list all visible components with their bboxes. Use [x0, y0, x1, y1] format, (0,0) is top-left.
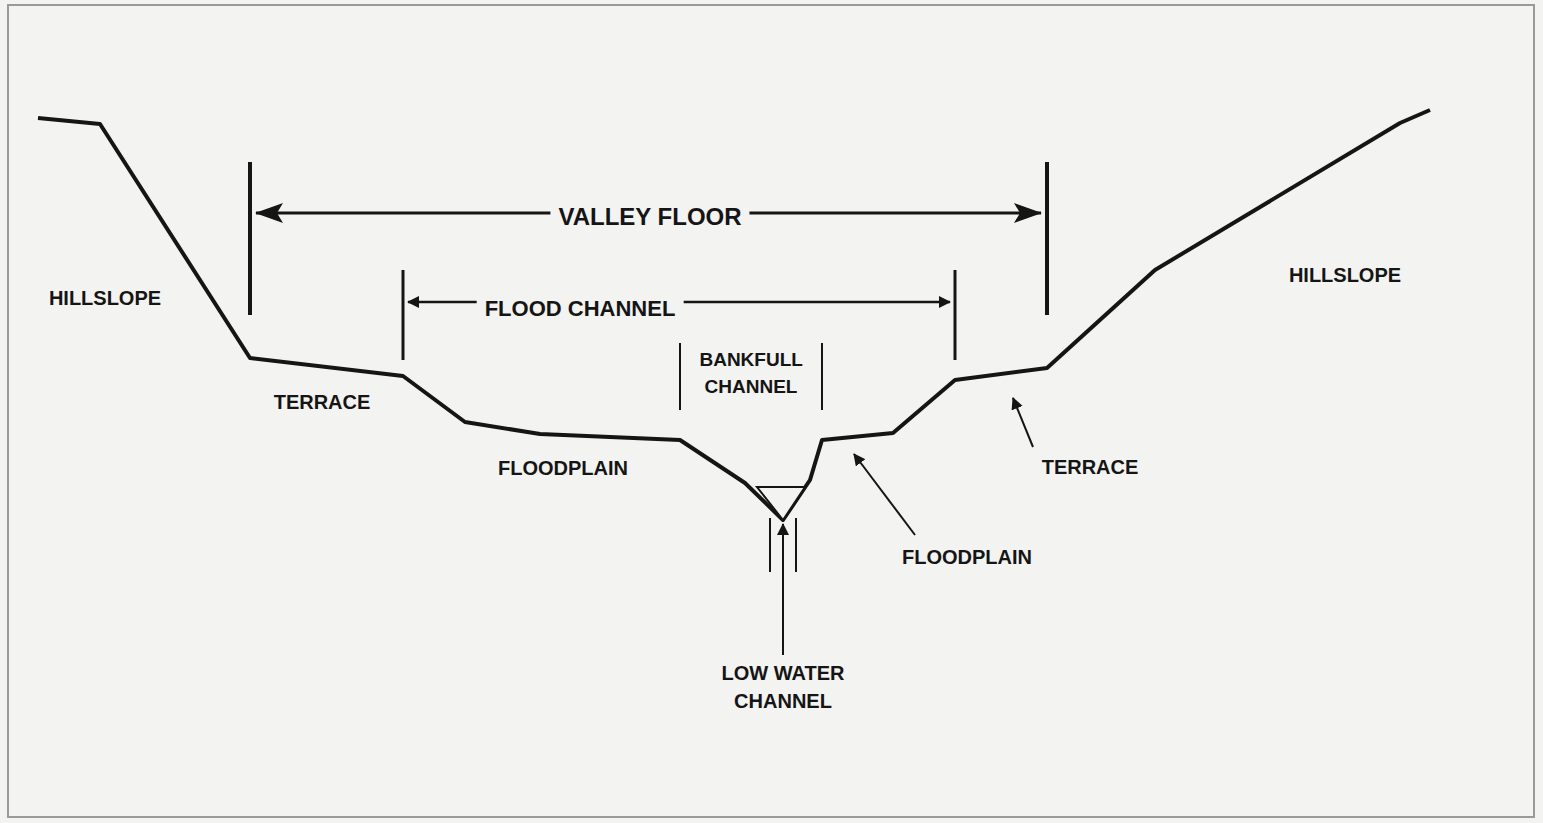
- frame: [8, 5, 1534, 817]
- landform-label: HILLSLOPE: [49, 284, 161, 312]
- landform-label: FLOODPLAIN: [902, 543, 1032, 571]
- low-water: [757, 487, 805, 520]
- landform-label: HILLSLOPE: [1289, 261, 1401, 289]
- dimension-label: FLOOD CHANNEL: [477, 294, 684, 325]
- leader-line: [1013, 398, 1033, 447]
- dimension-label: LOW WATER CHANNEL: [708, 659, 858, 715]
- dimension-label: VALLEY FLOOR: [550, 200, 749, 234]
- dimension-label: BANKFULL CHANNEL: [699, 347, 802, 400]
- bankfull-bars: [680, 343, 822, 410]
- low-water-pointer: [770, 518, 796, 655]
- landform-label: TERRACE: [1042, 453, 1139, 481]
- ground-profile: [38, 110, 1430, 520]
- valley-floor-dimension: [250, 162, 1047, 315]
- landform-label: TERRACE: [274, 388, 371, 416]
- landform-label: FLOODPLAIN: [498, 454, 628, 482]
- leader-line: [854, 454, 915, 535]
